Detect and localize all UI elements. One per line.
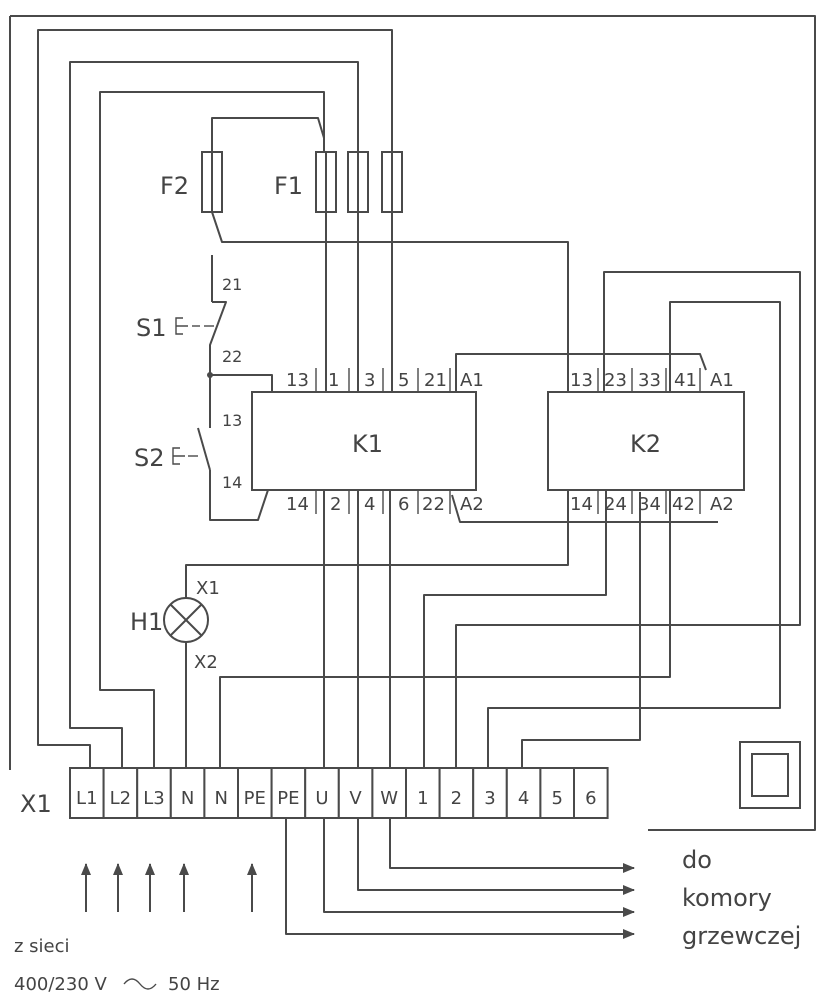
svg-text:14: 14 [222,473,242,492]
svg-text:23: 23 [604,370,627,391]
terminal-label: L3 [143,788,164,809]
terminal-11: 1 [405,767,441,819]
ac-wave-icon [123,978,157,990]
terminal-label: L2 [110,788,131,809]
svg-text:do: do [682,846,712,874]
output-arrows [285,818,635,939]
terminal-label: 4 [518,788,529,809]
terminal-8: U [304,767,340,819]
svg-text:z sieci: z sieci [14,936,70,957]
output-note: do komory grzewczej [682,846,801,950]
terminal-12: 2 [438,767,475,819]
k2-top-pins: 13 23 33 41 A1 [570,368,734,392]
switch-s1: 21 22 S1 [136,275,242,366]
contactor-k1: K1 13 1 3 5 21 A1 14 2 4 6 22 A2 [251,368,484,515]
enclosure-symbol [739,741,801,809]
svg-text:13: 13 [286,370,309,391]
svg-text:grzewczej: grzewczej [682,922,801,950]
terminal-4: N [169,767,206,819]
terminal-3: L3 [136,767,172,819]
svg-text:400/230 V: 400/230 V [14,974,107,995]
terminal-10: W [371,767,407,819]
svg-text:K1: K1 [352,430,383,458]
wiring [37,29,801,781]
terminal-label: 2 [451,788,462,809]
fuse-f2: F2 [160,151,223,213]
svg-text:14: 14 [286,494,309,515]
terminal-7: PE [270,767,307,819]
terminal-label: 3 [484,788,495,809]
svg-text:34: 34 [638,494,661,515]
svg-text:13: 13 [222,411,242,430]
svg-text:6: 6 [398,494,409,515]
contactor-k2: K2 13 23 33 41 A1 14 24 34 42 A2 [547,368,745,515]
terminal-14: 4 [505,767,542,819]
supply-note: z sieci 400/230 V 50 Hz [14,936,220,995]
svg-text:F2: F2 [160,172,189,200]
terminal-label: L1 [76,788,97,809]
svg-text:A1: A1 [710,370,734,391]
terminal-2: L2 [102,767,139,819]
svg-text:F1: F1 [274,172,303,200]
terminal-label: PE [277,788,299,809]
terminal-label: 5 [551,788,562,809]
svg-text:42: 42 [672,494,695,515]
terminal-label: N [214,788,227,809]
svg-text:X2: X2 [194,652,218,673]
k1-bottom-pins: 14 2 4 6 22 A2 [286,490,484,515]
enclosure-frame [10,15,816,831]
svg-text:H1: H1 [130,608,163,636]
svg-text:41: 41 [674,370,697,391]
svg-text:24: 24 [604,494,627,515]
fuse-f1: F1 [274,151,403,213]
terminal-label: W [380,788,398,809]
svg-text:21: 21 [222,275,242,294]
terminal-1: L1 [69,767,105,819]
k1-top-pins: 13 1 3 5 21 A1 [286,368,484,392]
terminal-5: N [203,767,239,819]
svg-text:X1: X1 [20,790,52,818]
terminal-label: 6 [585,788,596,809]
svg-text:K2: K2 [630,430,661,458]
switch-s2: 13 14 S2 [134,411,242,492]
svg-text:S1: S1 [136,314,167,342]
svg-text:33: 33 [638,370,661,391]
svg-text:21: 21 [424,370,447,391]
terminal-label: V [349,788,362,809]
k2-bottom-pins: 14 24 34 42 A2 [570,490,734,515]
svg-text:X1: X1 [196,578,220,599]
terminal-6: PE [237,767,273,819]
svg-text:2: 2 [330,494,341,515]
svg-text:S2: S2 [134,444,165,472]
svg-text:14: 14 [570,494,593,515]
terminal-label: 1 [417,788,428,809]
terminal-13: 3 [472,767,508,819]
svg-text:A2: A2 [710,494,734,515]
lamp-h1: H1 X1 X2 [130,578,220,673]
supply-arrows [81,863,257,912]
svg-text:komory: komory [682,884,772,912]
svg-text:A1: A1 [460,370,484,391]
terminal-label: N [181,788,194,809]
svg-text:1: 1 [328,370,339,391]
svg-text:4: 4 [364,494,375,515]
svg-text:13: 13 [570,370,593,391]
terminal-16: 6 [573,767,609,819]
svg-text:22: 22 [422,494,445,515]
svg-text:50 Hz: 50 Hz [168,974,220,995]
terminal-15: 5 [539,767,576,819]
terminal-label: U [315,788,328,809]
svg-text:A2: A2 [460,494,484,515]
svg-text:3: 3 [364,370,375,391]
svg-text:5: 5 [398,370,409,391]
svg-text:22: 22 [222,347,242,366]
terminal-label: PE [244,788,266,809]
terminal-9: V [337,767,374,819]
